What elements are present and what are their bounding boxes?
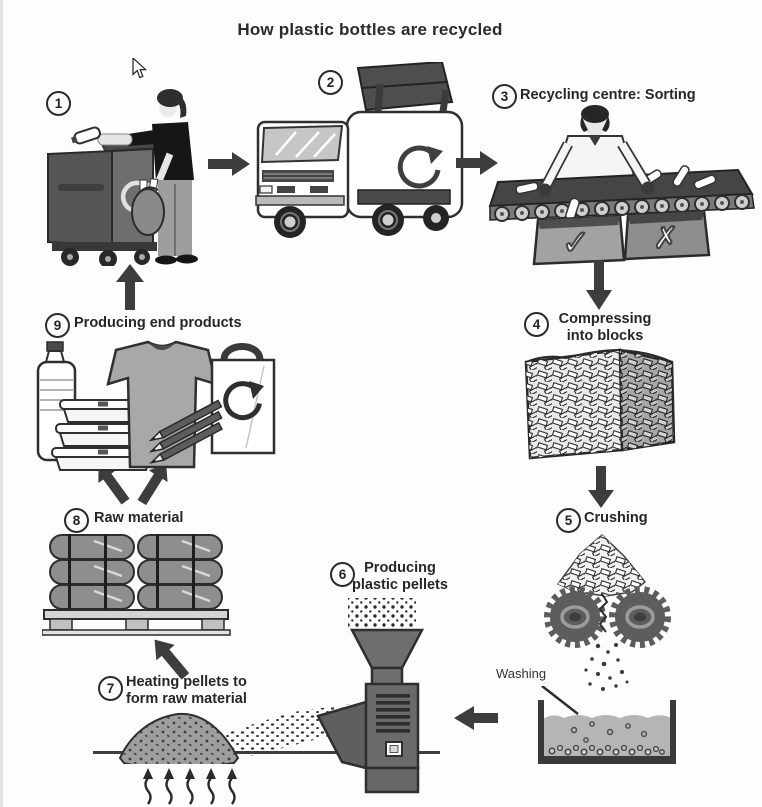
machine-base xyxy=(364,766,420,794)
truck-body xyxy=(345,110,464,219)
compressed-block-illustration xyxy=(524,348,676,460)
worker-arms xyxy=(538,141,655,197)
step-6-label-line1: Producing xyxy=(364,560,436,576)
sorting-worker xyxy=(552,105,638,183)
arrow-washing-to-step6 xyxy=(454,706,498,730)
output-chute xyxy=(316,700,368,770)
bottle-in-hand xyxy=(71,126,101,145)
flakes-into-hopper xyxy=(348,598,416,628)
recycle-arrow-icon xyxy=(223,381,264,421)
ground-line xyxy=(93,751,440,754)
heat-arrows xyxy=(143,768,237,805)
water xyxy=(542,715,672,758)
arrow-step7-to-step8 xyxy=(154,639,190,680)
step-4-label-line1: Compressing xyxy=(558,311,652,327)
arrow-step8-to-step9-right xyxy=(137,463,168,506)
recycle-arrow-icon xyxy=(397,145,443,189)
lifted-bin xyxy=(356,62,454,112)
accept-mark: ✓ xyxy=(562,224,591,262)
washing-label: Washing xyxy=(496,666,547,681)
step-4-digit: 4 xyxy=(532,317,541,332)
end-products-illustration xyxy=(36,340,276,471)
step-8-number: 8 xyxy=(64,508,89,533)
step-6-digit: 6 xyxy=(338,567,347,582)
arrow-step2-to-step3 xyxy=(456,151,498,175)
step-4-number: 4 xyxy=(524,312,549,337)
step-6-number: 6 xyxy=(330,562,355,587)
crusher-gears-illustration xyxy=(544,533,671,691)
reject-box: ✗ xyxy=(623,209,711,261)
scan-edge-artifact xyxy=(0,0,3,807)
shredded-plastic-pile xyxy=(556,533,647,597)
arrow-step4-to-step5 xyxy=(588,466,614,508)
settled-flakes xyxy=(548,744,665,756)
truck-cab xyxy=(255,120,350,219)
step-7-number: 7 xyxy=(98,676,123,701)
pencils xyxy=(148,399,223,464)
step-6-label: Producing plastic pellets xyxy=(346,560,454,594)
flakes-in-water xyxy=(570,721,648,743)
hopper xyxy=(349,628,425,670)
raw-material-pallet-illustration xyxy=(42,534,231,636)
step-7-label-line1: Heating pellets to xyxy=(126,674,247,690)
step-2-number: 2 xyxy=(318,70,343,95)
step-5-digit: 5 xyxy=(564,513,573,528)
accept-box: ✓ xyxy=(532,214,626,266)
step-9-label: Producing end products xyxy=(74,315,242,331)
shopping-bag xyxy=(210,343,276,455)
step-9-digit: 9 xyxy=(53,318,62,333)
step-8-label: Raw material xyxy=(94,510,184,526)
step-7-label: Heating pellets to form raw material xyxy=(126,674,247,708)
person-dropping-bottle xyxy=(71,89,198,265)
step-5-label: Crushing xyxy=(584,510,648,526)
reject-mark: ✗ xyxy=(653,222,678,255)
step-4-label-line2: into blocks xyxy=(566,328,644,344)
arrow-step9-to-step1 xyxy=(116,264,144,310)
bag-of-bottles xyxy=(131,178,165,236)
step-6-label-line2: plastic pellets xyxy=(352,577,448,593)
sorting-conveyor-illustration: ✓ ✗ xyxy=(488,105,755,266)
gear-icon xyxy=(544,586,606,648)
vents xyxy=(376,694,410,733)
step-7-digit: 7 xyxy=(106,681,115,696)
truck-wheels xyxy=(274,204,449,238)
material-bales xyxy=(49,534,223,610)
washing-pointer-line xyxy=(541,686,579,715)
step-3-number: 3 xyxy=(492,84,517,109)
step-3-label: Recycling centre: Sorting xyxy=(520,87,696,103)
step-8-digit: 8 xyxy=(72,513,81,528)
gear-icon xyxy=(609,586,671,648)
bottle-bank-illustration xyxy=(47,89,198,266)
collection-truck-illustration xyxy=(255,62,464,238)
crushed-flow xyxy=(598,593,609,633)
arrow-step1-to-step2 xyxy=(208,152,250,176)
step-5-number: 5 xyxy=(556,508,581,533)
falling-flakes xyxy=(584,643,629,691)
wooden-pallet xyxy=(42,609,231,636)
step-9-number: 9 xyxy=(45,313,70,338)
arrow-step3-to-step4 xyxy=(586,260,612,310)
pellet-pile-illustration xyxy=(118,712,240,764)
step-2-digit: 2 xyxy=(326,75,335,90)
step-1-number: 1 xyxy=(46,91,71,116)
washing-tank-illustration xyxy=(538,700,676,764)
cursor-icon xyxy=(132,58,148,79)
arrow-step8-to-step9-left xyxy=(98,464,130,505)
step-4-label: Compressing into blocks xyxy=(549,311,661,345)
step-7-label-line2: form raw material xyxy=(126,691,247,707)
step-1-digit: 1 xyxy=(54,96,63,111)
page-title: How plastic bottles are recycled xyxy=(237,20,503,39)
step-3-digit: 3 xyxy=(500,89,509,104)
pellet-machine-illustration xyxy=(316,598,425,794)
